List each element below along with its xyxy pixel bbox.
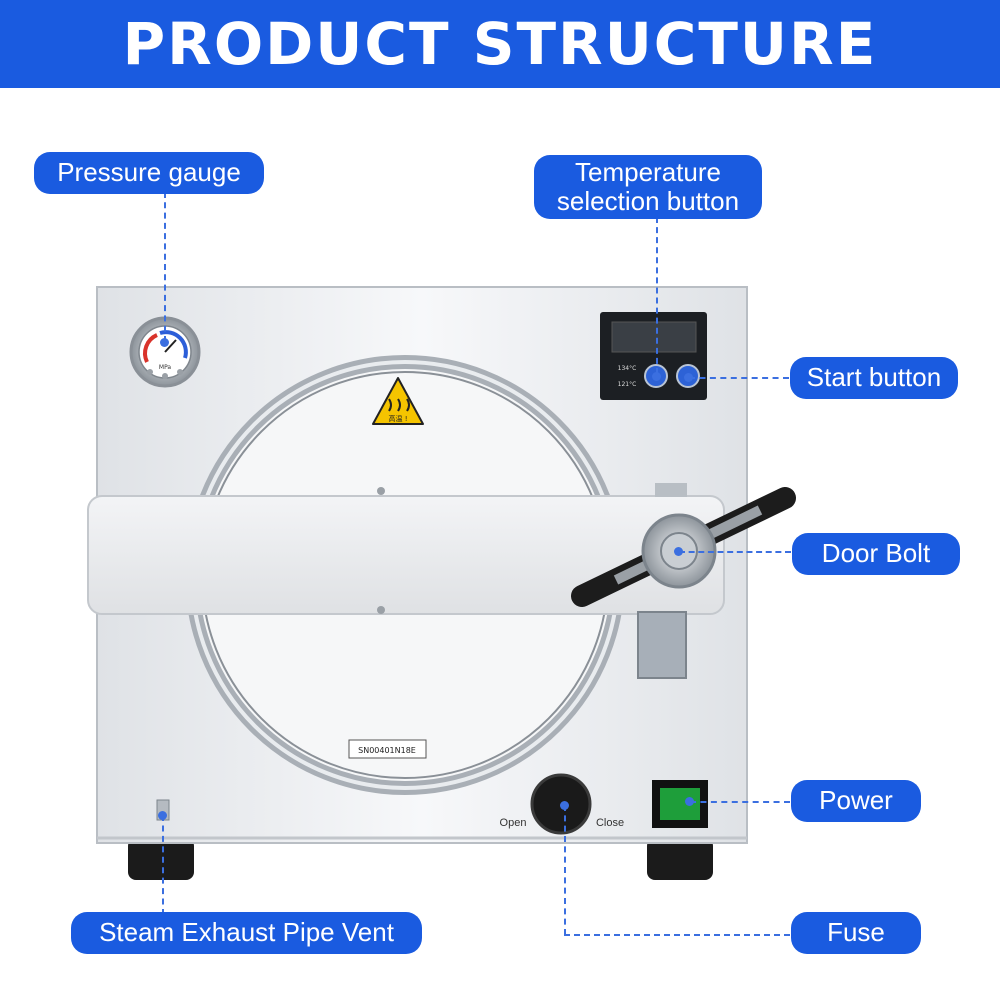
- label-start-button: Start button: [790, 357, 958, 399]
- open-label: Open: [500, 817, 527, 829]
- label-fuse: Fuse: [791, 912, 921, 954]
- label-pressure-gauge-text: Pressure gauge: [57, 157, 241, 188]
- leader-fuse-vertical: [564, 805, 566, 935]
- locking-bar: [87, 495, 725, 615]
- dot-steam-exhaust: [158, 811, 167, 820]
- label-pressure-gauge: Pressure gauge: [34, 152, 264, 194]
- serial-text: SN00401N18E: [358, 746, 416, 755]
- foot-left: [128, 838, 194, 880]
- label-steam-exhaust-text: Steam Exhaust Pipe Vent: [99, 917, 394, 948]
- page-title: PRODUCT STRUCTURE: [122, 10, 878, 78]
- dot-power: [685, 797, 694, 806]
- label-door-bolt: Door Bolt: [792, 533, 960, 575]
- leader-power: [690, 801, 790, 803]
- dot-start: [684, 373, 693, 382]
- power-switch: [660, 788, 700, 820]
- dot-door-bolt: [674, 547, 683, 556]
- leader-pressure-gauge: [164, 192, 166, 342]
- display-screen: [611, 321, 697, 353]
- leader-steam-exhaust: [162, 815, 164, 915]
- label-fuse-text: Fuse: [827, 917, 885, 948]
- warning-sign: [372, 377, 424, 425]
- latch-bracket: [637, 611, 687, 679]
- foot-right: [647, 838, 713, 880]
- header-banner: PRODUCT STRUCTURE: [0, 0, 1000, 88]
- label-temperature-selection: Temperature selection button: [534, 155, 762, 219]
- label-temperature-selection-text: Temperature selection button: [556, 156, 740, 216]
- dot-pressure-gauge: [160, 338, 169, 347]
- dot-fuse: [560, 801, 569, 810]
- warning-text: 高温 !: [388, 414, 407, 423]
- label-start-button-text: Start button: [806, 362, 942, 393]
- leader-start: [689, 377, 789, 379]
- gauge-unit: MPa: [159, 364, 172, 371]
- label-steam-exhaust: Steam Exhaust Pipe Vent: [71, 912, 422, 954]
- leader-fuse-horizontal: [564, 934, 790, 936]
- leader-temperature: [656, 217, 658, 374]
- close-label: Close: [596, 817, 624, 829]
- label-power: Power: [791, 780, 921, 822]
- serial-plate: [348, 739, 427, 759]
- temp-121-label: 121°C: [618, 381, 637, 388]
- autoclave-illustration: 高温 ! MPa 134°C 121°C SN00401N18E Open Cl…: [87, 286, 796, 880]
- label-door-bolt-text: Door Bolt: [821, 538, 931, 569]
- leader-door-bolt: [679, 551, 791, 553]
- dot-temperature: [652, 372, 661, 381]
- temp-134-label: 134°C: [618, 365, 637, 372]
- label-power-text: Power: [819, 785, 893, 816]
